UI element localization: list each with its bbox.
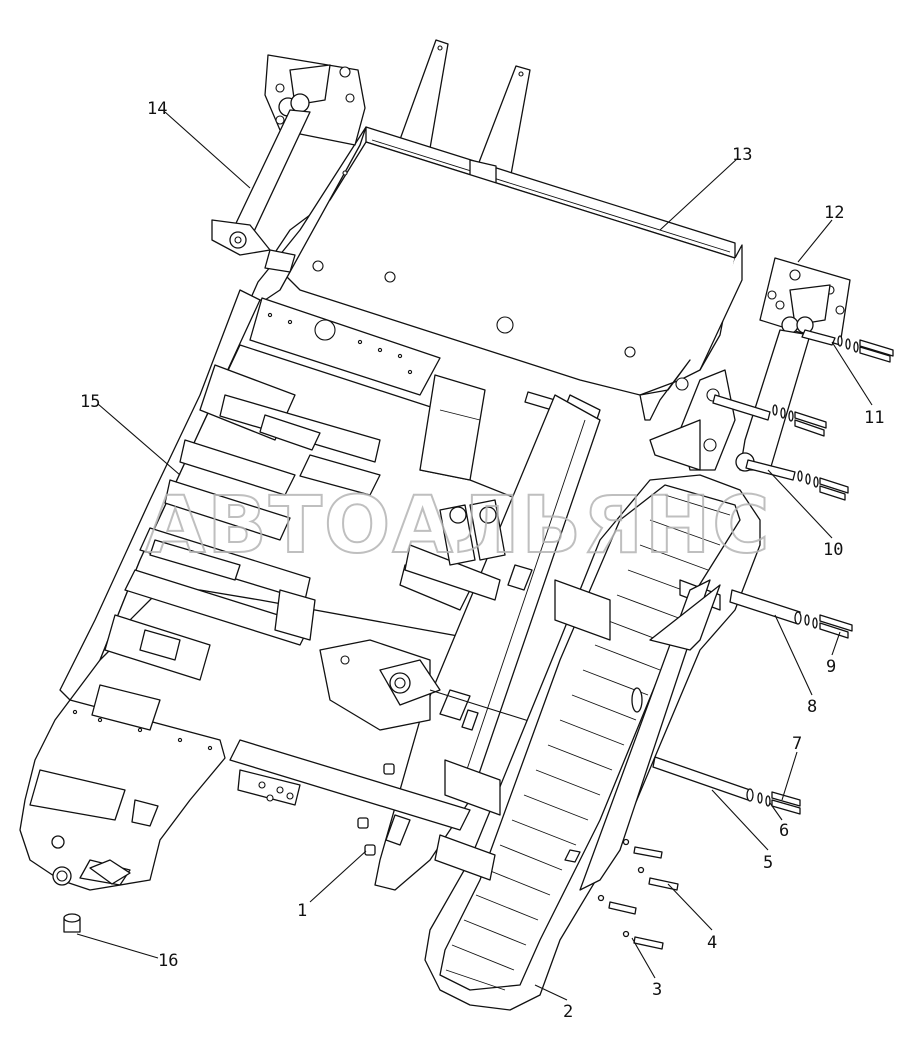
callout-6: 6 (779, 821, 789, 841)
callout-3: 3 (652, 980, 662, 1000)
right-bracket-assembly (649, 257, 851, 625)
bushing-part-16 (63, 913, 81, 933)
callout-2: 2 (563, 1002, 573, 1022)
callout-14: 14 (147, 99, 167, 119)
callout-12: 12 (824, 203, 844, 223)
callout-13: 13 (732, 145, 752, 165)
callout-15: 15 (80, 392, 100, 412)
watermark-text: АВТОАЛЬЯНС (145, 481, 772, 571)
callout-11: 11 (864, 408, 884, 428)
callout-5: 5 (763, 853, 773, 873)
upper-link-arm (211, 54, 366, 273)
callout-8: 8 (807, 697, 817, 717)
callout-leaders (76, 111, 873, 1001)
callout-10: 10 (823, 540, 843, 560)
crawler-track (424, 474, 761, 1011)
callout-9: 9 (826, 657, 836, 677)
callout-16: 16 (158, 951, 178, 971)
callout-numbers: 1 2 3 4 5 6 7 8 9 10 11 12 13 14 15 16 (80, 99, 884, 1022)
center-beam (229, 394, 801, 891)
callout-1: 1 (297, 901, 307, 921)
callout-4: 4 (707, 933, 717, 953)
rear-hitch-frame (249, 39, 743, 421)
callout-7: 7 (792, 734, 802, 754)
